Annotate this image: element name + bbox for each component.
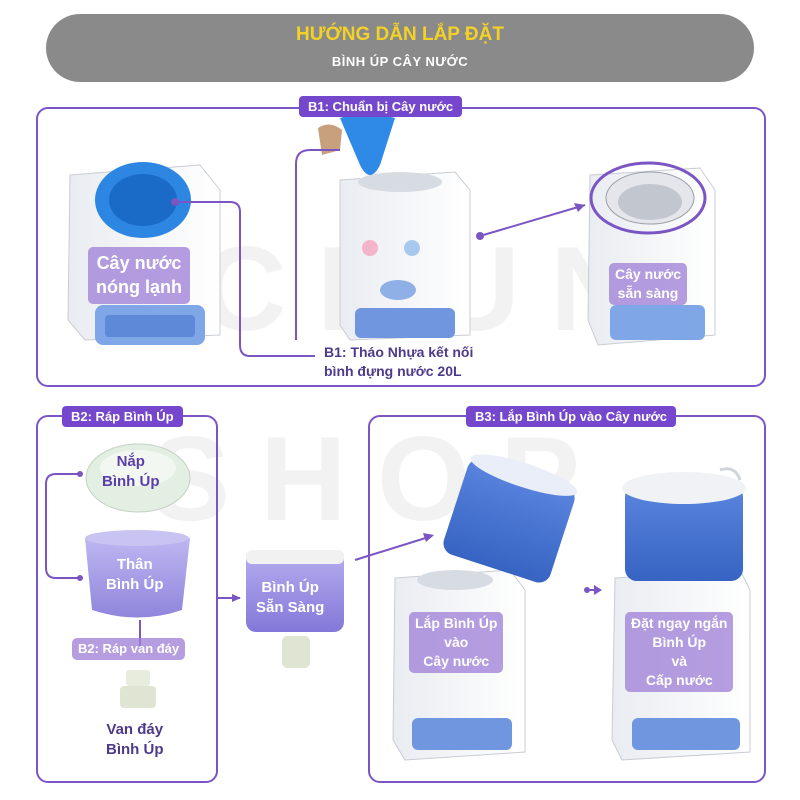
tank-body-image (85, 530, 190, 618)
valve-line2: Bình Úp (106, 741, 164, 759)
install-line1: Lắp Bình Úp (415, 615, 498, 631)
body-line1: Thân (116, 556, 153, 573)
header-banner: HƯỚNG DẪN LẮP ĐẶT BÌNH ÚP CÂY NƯỚC (46, 14, 754, 82)
dispenser-label-line1: Cây nước (96, 253, 182, 273)
install-tank-label: Lắp Bình Úp vào Cây nước (409, 612, 504, 673)
bottom-valve-tag: B2: Ráp van đáy (72, 638, 186, 660)
body-line2: Bình Úp (106, 576, 164, 594)
remove-note-line2: bình đựng nước 20L (324, 362, 462, 379)
done-line2: Bình Úp (652, 633, 707, 650)
valve-line1: Van đáy (106, 721, 164, 738)
dispenser-hot-cold-label: Cây nước nóng lạnh (88, 247, 190, 304)
ready-label-line1: Cây nước (615, 266, 682, 282)
install-line3: Cây nước (423, 652, 490, 669)
dispenser-label-line2: nóng lạnh (96, 277, 182, 298)
lid-line1: Nắp (116, 453, 145, 470)
done-line3: và (671, 652, 688, 669)
tank-body-label: Thân Bình Úp (106, 555, 164, 596)
install-line2: vào (444, 633, 469, 650)
tank-ready-label: Bình Úp Sẵn Sàng (256, 578, 324, 619)
step1-connectors (175, 149, 586, 357)
done-line1: Đặt ngay ngắn (631, 615, 728, 631)
dispenser-ready-label: Cây nước sẵn sàng (609, 263, 688, 305)
tank-placed-label: Đặt ngay ngắn Bình Úp và Cấp nước (625, 612, 734, 692)
bottom-valve-label: Van đáy Bình Úp (106, 720, 164, 761)
step2-tag: B2: Ráp Bình Úp (62, 406, 183, 427)
page-title: HƯỚNG DẪN LẮP ĐẶT (296, 24, 504, 45)
page-subtitle: BÌNH ÚP CÂY NƯỚC (331, 54, 469, 69)
lid-line2: Bình Úp (102, 473, 160, 491)
remove-note-line1: B1: Tháo Nhựa kết nối (324, 344, 474, 360)
remove-funnel-note: B1: Tháo Nhựa kết nối bình đựng nước 20L (324, 343, 473, 381)
ready-label-line2: sẵn sàng (617, 284, 679, 301)
tank-lid-label: Nắp Bình Úp (102, 452, 160, 493)
tank-assembled-image (246, 550, 344, 668)
dispenser-remove-funnel-image (318, 114, 471, 341)
tank-ready-line1: Bình Úp (261, 579, 319, 596)
dispenser-ready-image (587, 161, 716, 346)
tank-ready-line2: Sẵn Sàng (256, 599, 325, 617)
done-line4: Cấp nước (645, 671, 713, 688)
tank-lid-image (85, 443, 191, 513)
bottom-valve-image (120, 670, 156, 708)
step3-tag: B3: Lắp Bình Úp vào Cây nước (466, 406, 677, 427)
step1-tag: B1: Chuẩn bị Cây nước (299, 96, 463, 117)
dispenser-install-tank-image (392, 454, 578, 761)
